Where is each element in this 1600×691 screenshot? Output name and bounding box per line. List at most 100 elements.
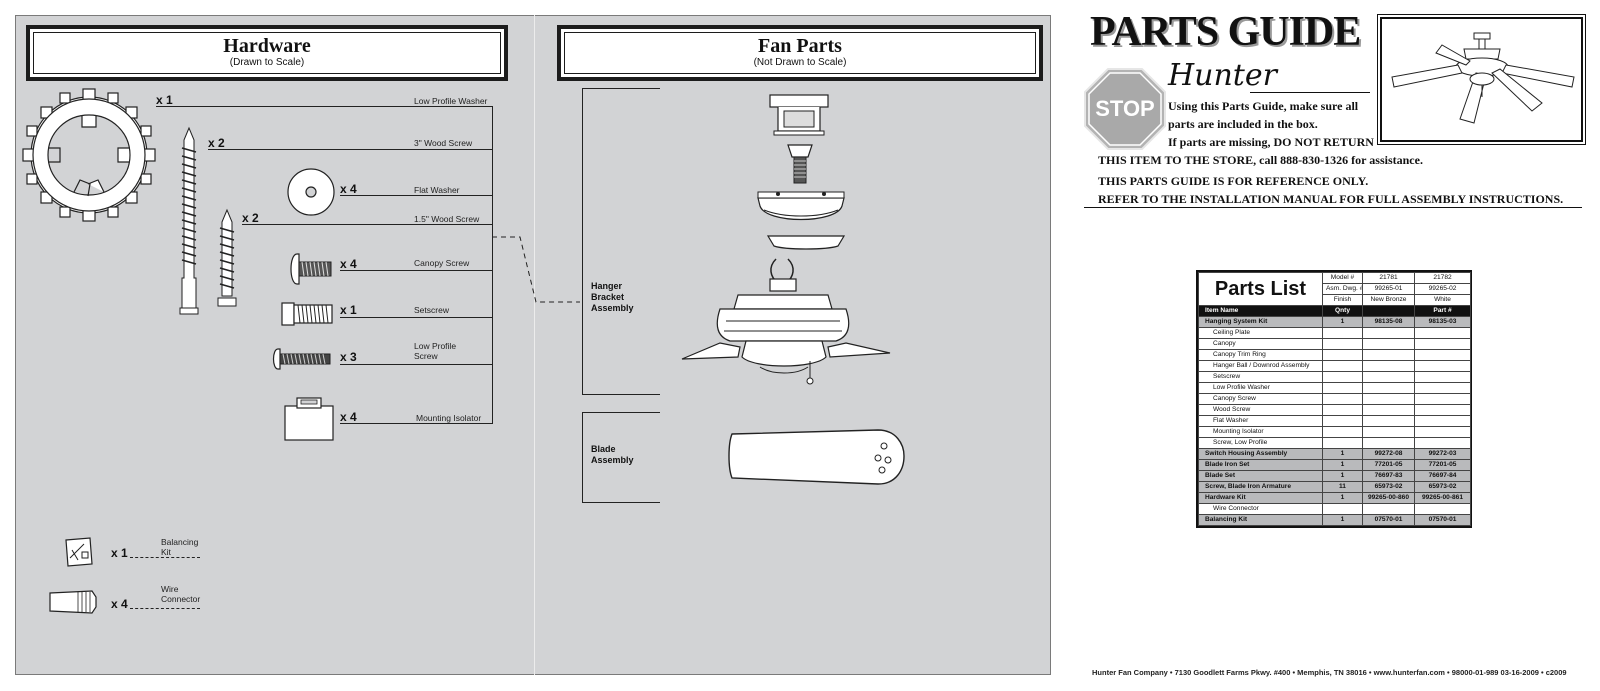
label-canopy-screw: Canopy Screw bbox=[414, 258, 470, 268]
item-part-model-2: 98135-03 bbox=[1414, 316, 1471, 328]
item-part-model-1 bbox=[1362, 349, 1415, 361]
table-row: Ceiling Plate bbox=[1198, 327, 1471, 339]
item-part-model-2 bbox=[1414, 393, 1471, 405]
leader-line bbox=[130, 608, 200, 609]
fan-parts-title-box: Fan Parts (Not Drawn to Scale) bbox=[557, 25, 1043, 81]
finish-label: Finish bbox=[1322, 294, 1363, 306]
item-part-model-1 bbox=[1362, 371, 1415, 383]
item-qty bbox=[1322, 503, 1363, 515]
item-part-model-2 bbox=[1414, 360, 1471, 372]
item-qty: 11 bbox=[1322, 481, 1363, 493]
blade-assembly-label: Blade Assembly bbox=[591, 444, 634, 465]
label-low-profile-screw: Low Profile Screw bbox=[414, 341, 457, 361]
qty-3in-wood-screw: x 2 bbox=[208, 136, 225, 150]
logo-rule bbox=[1250, 92, 1370, 93]
hardware-to-hanger-connector bbox=[492, 236, 580, 303]
item-name: Wire Connector bbox=[1198, 503, 1323, 515]
col-part: Part # bbox=[1414, 305, 1471, 317]
motor-housing-drawing bbox=[681, 258, 891, 385]
item-part-model-2: 77201-05 bbox=[1414, 459, 1471, 471]
table-row: Screw, Low Profile bbox=[1198, 437, 1471, 449]
item-name: Screw, Low Profile bbox=[1198, 437, 1323, 449]
setscrew-drawing bbox=[281, 302, 333, 326]
model-label: Model # bbox=[1322, 272, 1363, 284]
hardware-title: Hardware bbox=[223, 35, 311, 57]
item-part-model-1 bbox=[1362, 382, 1415, 394]
item-part-model-2 bbox=[1414, 503, 1471, 515]
item-name: Hardware Kit bbox=[1198, 492, 1323, 504]
item-part-model-1: 77201-05 bbox=[1362, 459, 1415, 471]
item-name: Wood Screw bbox=[1198, 404, 1323, 416]
item-part-model-1 bbox=[1362, 404, 1415, 416]
item-name: Hanger Ball / Downrod Assembly bbox=[1198, 360, 1323, 372]
stop-sign-icon: STOP bbox=[1084, 68, 1166, 150]
item-part-model-2 bbox=[1414, 349, 1471, 361]
item-part-model-1: 76697-83 bbox=[1362, 470, 1415, 482]
item-part-model-2 bbox=[1414, 338, 1471, 350]
qty-mounting-isolator: x 4 bbox=[340, 410, 357, 424]
item-qty bbox=[1322, 404, 1363, 416]
parts-list-table: Parts List Model # 21781 21782 Asm. Dwg.… bbox=[1196, 270, 1472, 528]
parts-guide-title: PARTS GUIDE bbox=[1090, 9, 1361, 55]
item-part-model-1 bbox=[1362, 415, 1415, 427]
low-profile-screw-drawing bbox=[272, 348, 331, 370]
item-name: Screw, Blade Iron Armature bbox=[1198, 481, 1323, 493]
hardware-subtitle: (Drawn to Scale) bbox=[229, 57, 305, 68]
intro-line-1: Using this Parts Guide, make sure all bbox=[1168, 99, 1359, 113]
label-1-5in-wood-screw: 1.5" Wood Screw bbox=[414, 214, 480, 224]
qty-balancing-kit: x 1 bbox=[111, 546, 128, 560]
balancing-kit-drawing bbox=[65, 537, 93, 567]
item-name: Canopy Screw bbox=[1198, 393, 1323, 405]
table-row: Mounting Isolator bbox=[1198, 426, 1471, 438]
label-mounting-isolator: Mounting Isolator bbox=[416, 413, 482, 423]
item-part-model-2 bbox=[1414, 382, 1471, 394]
wire-connector-drawing bbox=[49, 590, 97, 614]
col-item-name: Item Name bbox=[1198, 305, 1323, 317]
3in-wood-screw-drawing bbox=[179, 126, 199, 315]
label-flat-washer: Flat Washer bbox=[414, 185, 460, 195]
fan-parts-subtitle: (Not Drawn to Scale) bbox=[753, 57, 847, 68]
fan-parts-title: Fan Parts bbox=[758, 35, 842, 57]
parts-list-title: Parts List bbox=[1198, 272, 1323, 306]
low-profile-washer-drawing bbox=[22, 88, 156, 222]
item-part-model-1 bbox=[1362, 327, 1415, 339]
model-1: 21781 bbox=[1362, 272, 1415, 284]
qty-wire-connector: x 4 bbox=[111, 597, 128, 611]
hardware-title-box: Hardware (Drawn to Scale) bbox=[26, 25, 508, 81]
col-part-spacer bbox=[1362, 305, 1415, 317]
item-part-model-2: 76697-84 bbox=[1414, 470, 1471, 482]
item-qty bbox=[1322, 371, 1363, 383]
item-name: Hanging System Kit bbox=[1198, 316, 1323, 328]
item-part-model-1: 99272-08 bbox=[1362, 448, 1415, 460]
intro-line-2: parts are included in the box. bbox=[1168, 117, 1318, 131]
item-name: Switch Housing Assembly bbox=[1198, 448, 1323, 460]
item-part-model-2 bbox=[1414, 415, 1471, 427]
item-qty bbox=[1322, 349, 1363, 361]
item-qty bbox=[1322, 393, 1363, 405]
item-part-model-1 bbox=[1362, 360, 1415, 372]
item-qty bbox=[1322, 437, 1363, 449]
label-low-profile-washer: Low Profile Washer bbox=[414, 96, 488, 106]
item-name: Balancing Kit bbox=[1198, 514, 1323, 526]
label-wire-connector: Wire Connector bbox=[161, 584, 201, 604]
ceiling-fan-illustration bbox=[1391, 32, 1575, 124]
item-name: Blade Set bbox=[1198, 470, 1323, 482]
table-row: Setscrew bbox=[1198, 371, 1471, 383]
intro-line-4: THIS ITEM TO THE STORE, call 888-830-132… bbox=[1098, 153, 1423, 167]
item-part-model-2: 65973-02 bbox=[1414, 481, 1471, 493]
table-row: Flat Washer bbox=[1198, 415, 1471, 427]
qty-1-5in-wood-screw: x 2 bbox=[242, 211, 259, 225]
item-part-model-2 bbox=[1414, 437, 1471, 449]
item-part-model-2 bbox=[1414, 426, 1471, 438]
parts-panel bbox=[15, 15, 1051, 675]
finish-1: New Bronze bbox=[1362, 294, 1415, 306]
qty-flat-washer: x 4 bbox=[340, 182, 357, 196]
qty-setscrew: x 1 bbox=[340, 303, 357, 317]
hanger-bracket-label: Hanger Bracket Assembly bbox=[591, 281, 634, 313]
item-part-model-1 bbox=[1362, 338, 1415, 350]
panel-divider bbox=[534, 15, 535, 675]
asm-label: Asm. Dwg. # bbox=[1322, 283, 1363, 295]
leader-line bbox=[340, 317, 493, 318]
